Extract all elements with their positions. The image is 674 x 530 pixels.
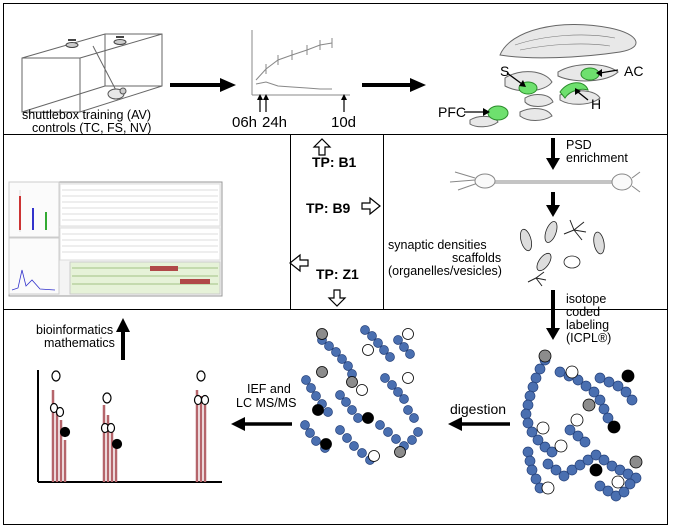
brain-label-h: H	[591, 96, 602, 112]
psd-label-1: PSD	[566, 138, 592, 152]
down-arrow-icon	[327, 289, 347, 307]
synaptic-label-1: synaptic densities	[388, 238, 487, 252]
synaptic-label-3: (organelles/vesicles)	[388, 264, 502, 278]
brain-label-s: S	[500, 63, 510, 79]
tp-b1-label: TP: B1	[312, 154, 357, 170]
bioinformatics-label-2: mathematics	[44, 336, 115, 350]
brain-label-ac: AC	[624, 63, 644, 79]
left-arrow-icon	[289, 253, 309, 273]
isotope-label-4: (ICPL®)	[566, 331, 612, 345]
synaptic-label-2: scaffolds	[452, 251, 502, 265]
timepoint-24h: 24h	[262, 114, 288, 131]
tp-z1-label: TP: Z1	[316, 266, 359, 282]
timepoint-06h: 06h	[232, 114, 258, 131]
up-arrow-icon	[312, 138, 332, 156]
divider-middle	[3, 309, 668, 310]
shuttlebox-label-2: controls (TC, FS, NV)	[32, 121, 152, 135]
divider-left	[290, 134, 291, 309]
psd-label-2: enrichment	[566, 151, 628, 165]
ief-label-1: IEF and	[247, 382, 291, 396]
right-arrow-icon	[361, 196, 381, 216]
ief-label-2: LC MS/MS	[236, 396, 297, 410]
timepoint-10d: 10d	[331, 114, 357, 131]
brain-label-pfc: PFC	[438, 104, 466, 120]
isotope-label-3: labeling	[566, 318, 610, 332]
figure-frame	[3, 3, 668, 525]
shuttlebox-label-1: shuttlebox training (AV)	[22, 108, 151, 122]
isotope-label-1: isotope	[566, 292, 607, 306]
divider-right	[383, 134, 384, 309]
bioinformatics-label-1: bioinformatics	[36, 323, 114, 337]
tp-b9-label: TP: B9	[306, 200, 351, 216]
digestion-label: digestion	[450, 401, 507, 417]
divider-top	[3, 134, 668, 135]
isotope-label-2: coded	[566, 305, 601, 319]
